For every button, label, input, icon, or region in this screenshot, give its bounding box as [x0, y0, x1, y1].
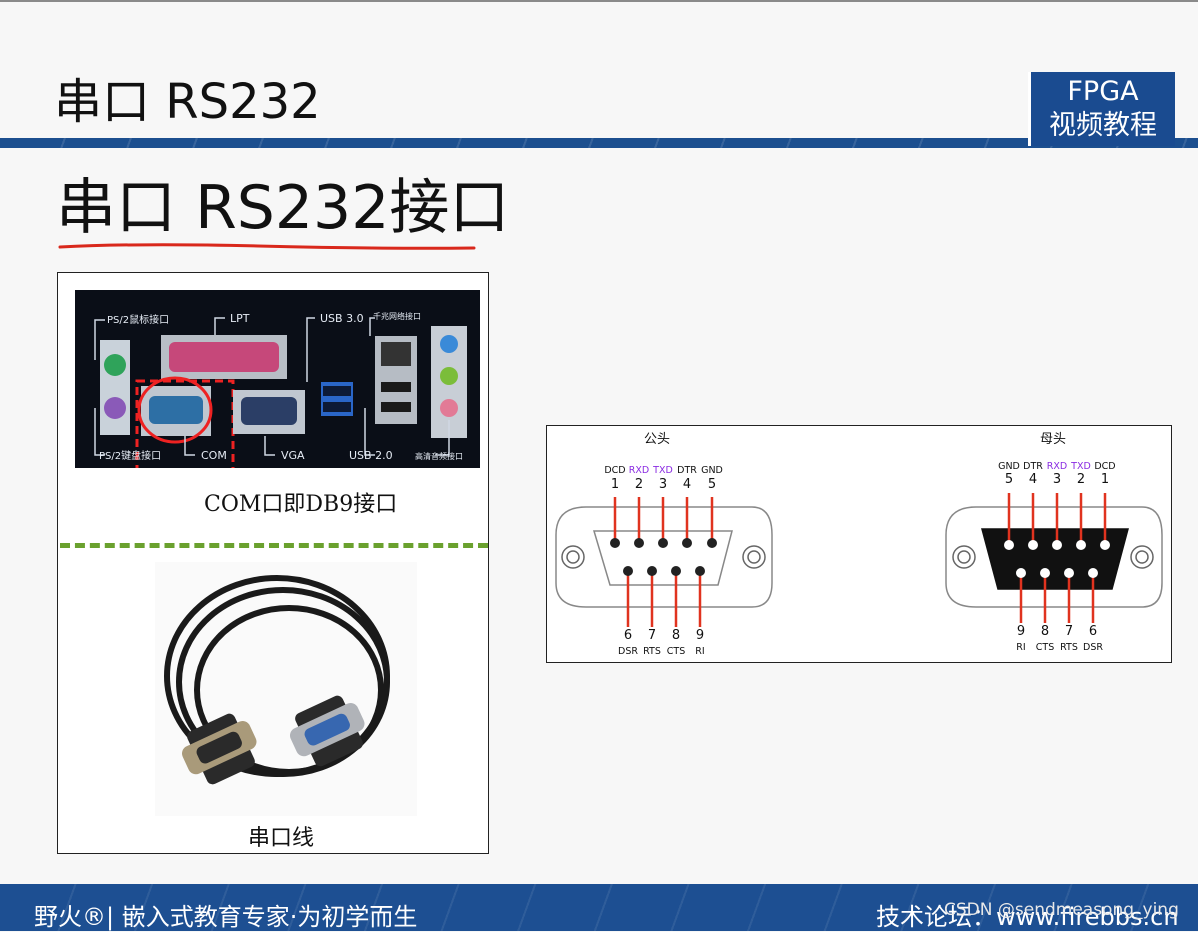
female-pin-signal-6: DSR	[1083, 642, 1103, 653]
female-pin-number-9: 9	[1017, 624, 1025, 639]
male-pin-number-4: 4	[683, 477, 691, 492]
csdn-watermark: CSDN @sendmeasong_ying	[944, 900, 1179, 920]
section-title-underline	[58, 243, 476, 250]
com-port	[149, 396, 203, 424]
label-usb3: USB 3.0	[320, 312, 364, 325]
male-pin-number-9: 9	[696, 628, 704, 643]
male-pin-4	[682, 538, 692, 548]
panel-divider	[60, 543, 488, 548]
female-pin-3	[1052, 540, 1062, 550]
female-pin-5	[1004, 540, 1014, 550]
female-pin-9	[1016, 568, 1026, 578]
ps2-mouse-port	[104, 354, 126, 376]
female-connector	[945, 506, 1163, 608]
female-pin-number-2: 2	[1077, 472, 1085, 487]
footer-bar: 野火®| 嵌入式教育专家·为初学而生 技术论坛：www.firebbs.cn	[0, 884, 1198, 931]
female-pin-number-8: 8	[1041, 624, 1049, 639]
label-lpt: LPT	[230, 312, 250, 325]
ports-caption: COM口即DB9接口	[204, 492, 398, 517]
label-usb2: USB 2.0	[349, 449, 393, 462]
header-bar	[0, 138, 1198, 148]
male-pin-9	[695, 566, 705, 576]
footer-forum: 技术论坛：www.firebbs.cn	[876, 903, 1179, 931]
male-pin-signal-9: RI	[695, 646, 704, 657]
badge-line2: 视频教程	[1049, 110, 1157, 141]
female-pin-4	[1028, 540, 1038, 550]
db9-pinout-diagram: 公头 母头 1DCD2RXD3TXD4DTR5GND6DSR7RTS8CTS9R…	[555, 432, 1163, 657]
female-pin-signal-7: RTS	[1060, 642, 1078, 653]
male-db9-connector	[182, 713, 257, 785]
female-db9-connector	[290, 695, 365, 767]
female-pin-signal-4: DTR	[1023, 461, 1043, 472]
male-pin-signal-5: GND	[701, 465, 723, 476]
male-pin-5	[707, 538, 717, 548]
cable-caption: 串口线	[248, 826, 315, 851]
male-pin-1	[610, 538, 620, 548]
label-ps2-keyboard: PS/2键盘接口	[99, 449, 161, 462]
slide-header-title: 串口 RS232	[54, 74, 321, 130]
male-pin-signal-3: TXD	[652, 465, 673, 476]
female-pin-7	[1064, 568, 1074, 578]
female-pin-number-5: 5	[1005, 472, 1013, 487]
audio-port-blue	[440, 335, 458, 353]
female-pin-number-3: 3	[1053, 472, 1061, 487]
label-vga: VGA	[281, 449, 305, 462]
top-border	[0, 0, 1198, 2]
lpt-port	[169, 342, 279, 372]
male-pin-signal-7: RTS	[643, 646, 661, 657]
female-pin-signal-5: GND	[998, 461, 1020, 472]
female-pin-signal-8: CTS	[1036, 642, 1054, 653]
male-pin-8	[671, 566, 681, 576]
male-pin-2	[634, 538, 644, 548]
female-pin-1	[1100, 540, 1110, 550]
male-pin-number-8: 8	[672, 628, 680, 643]
motherboard-ports-photo: PS/2鼠标接口 LPT USB 3.0 千兆网络接口 PS/2键盘接口 COM…	[75, 290, 480, 468]
label-gigabit-lan: 千兆网络接口	[373, 311, 421, 321]
male-pin-signal-8: CTS	[667, 646, 685, 657]
male-pin-signal-6: DSR	[618, 646, 638, 657]
vga-port	[241, 397, 297, 425]
male-pin-signal-1: DCD	[604, 465, 625, 476]
male-pin-number-3: 3	[659, 477, 667, 492]
label-com: COM	[201, 449, 227, 462]
male-pin-7	[647, 566, 657, 576]
male-pin-3	[658, 538, 668, 548]
label-hd-audio: 高清音频接口	[415, 451, 463, 461]
audio-port-pink	[440, 399, 458, 417]
male-pin-number-2: 2	[635, 477, 643, 492]
audio-port-green	[440, 367, 458, 385]
female-pin-8	[1040, 568, 1050, 578]
male-pin-number-6: 6	[624, 628, 632, 643]
badge-line1: FPGA	[1067, 76, 1139, 107]
male-pin-number-7: 7	[648, 628, 656, 643]
female-pin-6	[1088, 568, 1098, 578]
lan-port	[381, 342, 411, 366]
serial-cable-photo	[155, 562, 417, 816]
female-pin-signal-3: RXD	[1047, 461, 1067, 472]
footer-brand: 野火®| 嵌入式教育专家·为初学而生	[34, 903, 418, 931]
fpga-badge: FPGA 视频教程	[1028, 72, 1175, 146]
female-pin-signal-9: RI	[1016, 642, 1025, 653]
female-pin-2	[1076, 540, 1086, 550]
male-pin-number-5: 5	[708, 477, 716, 492]
female-title: 母头	[1040, 432, 1066, 447]
male-pin-number-1: 1	[611, 477, 619, 492]
female-pin-number-6: 6	[1089, 624, 1097, 639]
section-title: 串口 RS232接口	[56, 173, 510, 243]
male-pin-signal-4: DTR	[677, 465, 697, 476]
female-pin-number-4: 4	[1029, 472, 1037, 487]
female-pin-number-7: 7	[1065, 624, 1073, 639]
female-pin-signal-1: DCD	[1094, 461, 1115, 472]
ps2-keyboard-port	[104, 397, 126, 419]
female-pin-signal-2: TXD	[1070, 461, 1091, 472]
male-pin-signal-2: RXD	[629, 465, 649, 476]
male-title: 公头	[644, 432, 670, 447]
male-pin-6	[623, 566, 633, 576]
female-pin-number-1: 1	[1101, 472, 1109, 487]
label-ps2-mouse: PS/2鼠标接口	[107, 313, 169, 326]
